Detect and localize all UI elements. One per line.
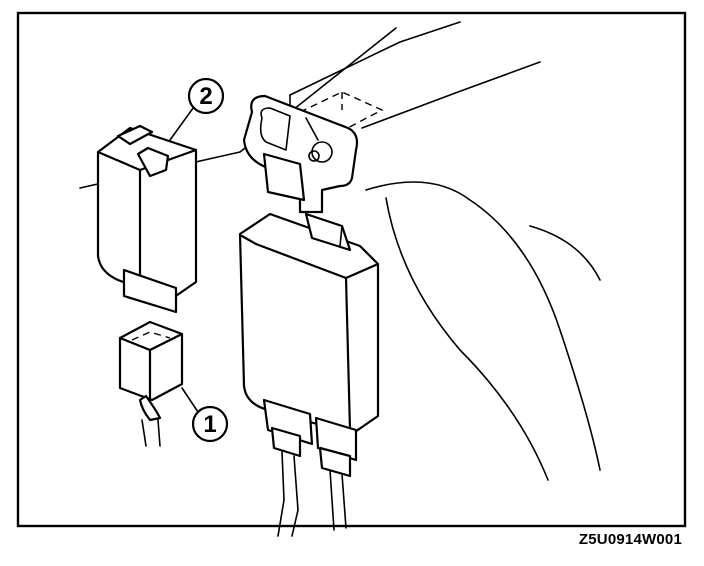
- figure-code: Z5U0914W001: [578, 531, 682, 548]
- mounting-bracket: [242, 94, 359, 214]
- harness-connector: [118, 320, 184, 447]
- callout-2: 2: [187, 77, 225, 115]
- leader-lines: [169, 103, 199, 413]
- background-outline: [365, 181, 601, 481]
- relay: [96, 124, 198, 314]
- control-unit-connectors: [262, 398, 358, 537]
- control-unit: [238, 212, 380, 436]
- callout-2-number: 2: [199, 83, 212, 110]
- callout-1: 1: [191, 405, 229, 443]
- diagram-frame: [16, 11, 687, 528]
- callout-1-number: 1: [203, 411, 216, 438]
